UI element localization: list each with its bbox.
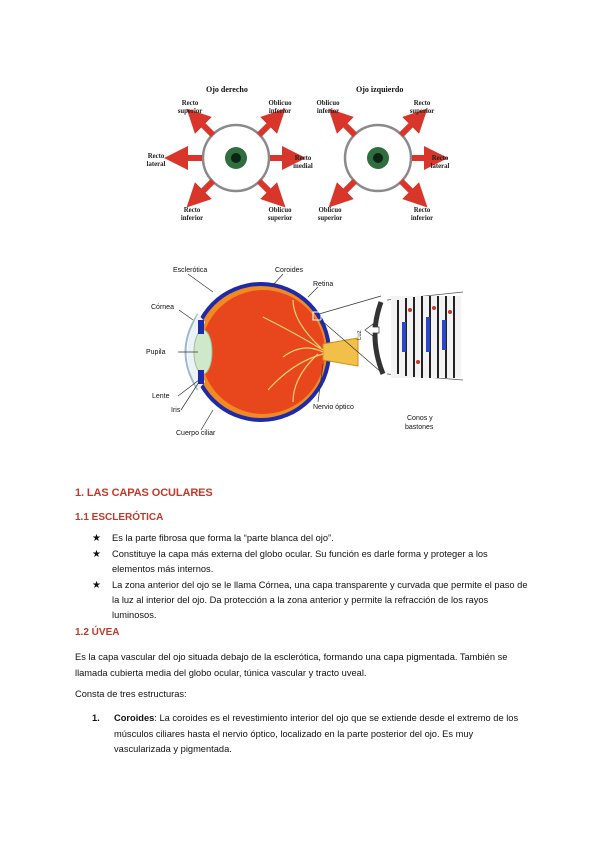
list-item: 1. Coroides: La coroides es el revestimie… — [92, 711, 532, 758]
title-right-eye: Ojo derecho — [206, 85, 248, 94]
uvea-paragraph: Es la capa vascular del ojo situada deba… — [75, 652, 508, 678]
eye-globe — [184, 282, 359, 422]
label-coroides: Coroides — [275, 267, 304, 274]
retina-zoom: Luz — [357, 291, 464, 381]
uvea-intro: Consta de tres estructuras: — [75, 689, 187, 699]
l-recto-lateral-1: Recto — [432, 155, 449, 162]
label-cuerpo-ciliar: Cuerpo ciliar — [176, 430, 216, 437]
label-esclerotica: Esclerótica — [173, 267, 207, 274]
r-recto-lateral-2: lateral — [147, 161, 166, 168]
uvea-structures-list: 1. Coroides: La coroides es el revestimie… — [92, 711, 532, 758]
r-recto-inferior-1: Recto — [184, 207, 201, 214]
l-recto-lateral-2: lateral — [431, 163, 450, 170]
list-item: ★Es la parte fibrosa que forma la “parte… — [92, 533, 334, 544]
title-left-eye: Ojo izquierdo — [356, 85, 403, 94]
list-item: ★La zona anterior del ojo se le llama Có… — [92, 580, 528, 620]
esclerotica-bullets: ★Es la parte fibrosa que forma la “parte… — [92, 531, 532, 624]
r-oblicuo-superior-2: superior — [268, 215, 293, 222]
r-recto-lateral-1: Recto — [148, 153, 165, 160]
section-heading-esclerotica: 1.1 ESCLERÓTICA — [75, 512, 164, 523]
luz-label: Luz — [357, 330, 363, 340]
label-conos-1: Conos y — [407, 415, 433, 422]
r-oblicuo-superior-1: Oblicuo — [268, 207, 292, 214]
right-eye-diagram: Recto superior Oblicuo inferior Recto la… — [147, 100, 313, 222]
l-oblicuo-inferior-2: inferior — [317, 108, 339, 115]
r-oblicuo-inferior-1: Oblicuo — [268, 100, 292, 107]
section-heading-uvea: 1.2 ÚVEA — [75, 627, 120, 638]
r-recto-superior-1: Recto — [182, 100, 199, 107]
r-recto-inferior-2: inferior — [181, 215, 203, 222]
cones-rods — [391, 296, 461, 378]
star-bullet-icon: ★ — [92, 549, 101, 560]
r-recto-medial-1: Recto — [295, 155, 312, 162]
item-number: 1. — [92, 713, 100, 723]
l-oblicuo-superior-1: Oblicuo — [318, 207, 342, 214]
l-oblicuo-superior-2: superior — [318, 215, 343, 222]
r-oblicuo-inferior-2: inferior — [269, 108, 291, 115]
list-item: ★Constituye la capa más externa del glob… — [92, 549, 488, 574]
label-nervio-optico: Nervio óptico — [313, 404, 354, 411]
r-recto-superior-2: superior — [178, 108, 203, 115]
star-bullet-icon: ★ — [92, 533, 101, 544]
item-text: : La coroides es el revestimiento interi… — [114, 713, 519, 754]
star-bullet-icon: ★ — [92, 580, 101, 591]
label-lente: Lente — [152, 393, 170, 400]
eye-muscles-figure: Ojo derecho Ojo izquierdo Recto superior… — [147, 85, 450, 222]
section-heading-capas: 1. LAS CAPAS OCULARES — [75, 487, 213, 499]
item-term: Coroides — [114, 713, 155, 723]
label-pupila: Pupila — [146, 349, 166, 356]
eye-cross-section-figure: Luz Esclerótica Coroides Retina Córnea P… — [146, 267, 464, 437]
label-retina: Retina — [313, 281, 333, 288]
r-recto-medial-2: medial — [293, 163, 313, 170]
label-cornea: Córnea — [151, 304, 174, 311]
l-oblicuo-inferior-1: Oblicuo — [316, 100, 340, 107]
l-recto-superior-2: superior — [410, 108, 435, 115]
l-recto-inferior-1: Recto — [414, 207, 431, 214]
l-recto-inferior-2: inferior — [411, 215, 433, 222]
l-recto-superior-1: Recto — [414, 100, 431, 107]
label-iris: Iris — [171, 407, 181, 414]
label-conos-2: bastones — [405, 424, 434, 431]
left-eye-diagram: Oblicuo inferior Recto superior Recto la… — [316, 100, 449, 222]
